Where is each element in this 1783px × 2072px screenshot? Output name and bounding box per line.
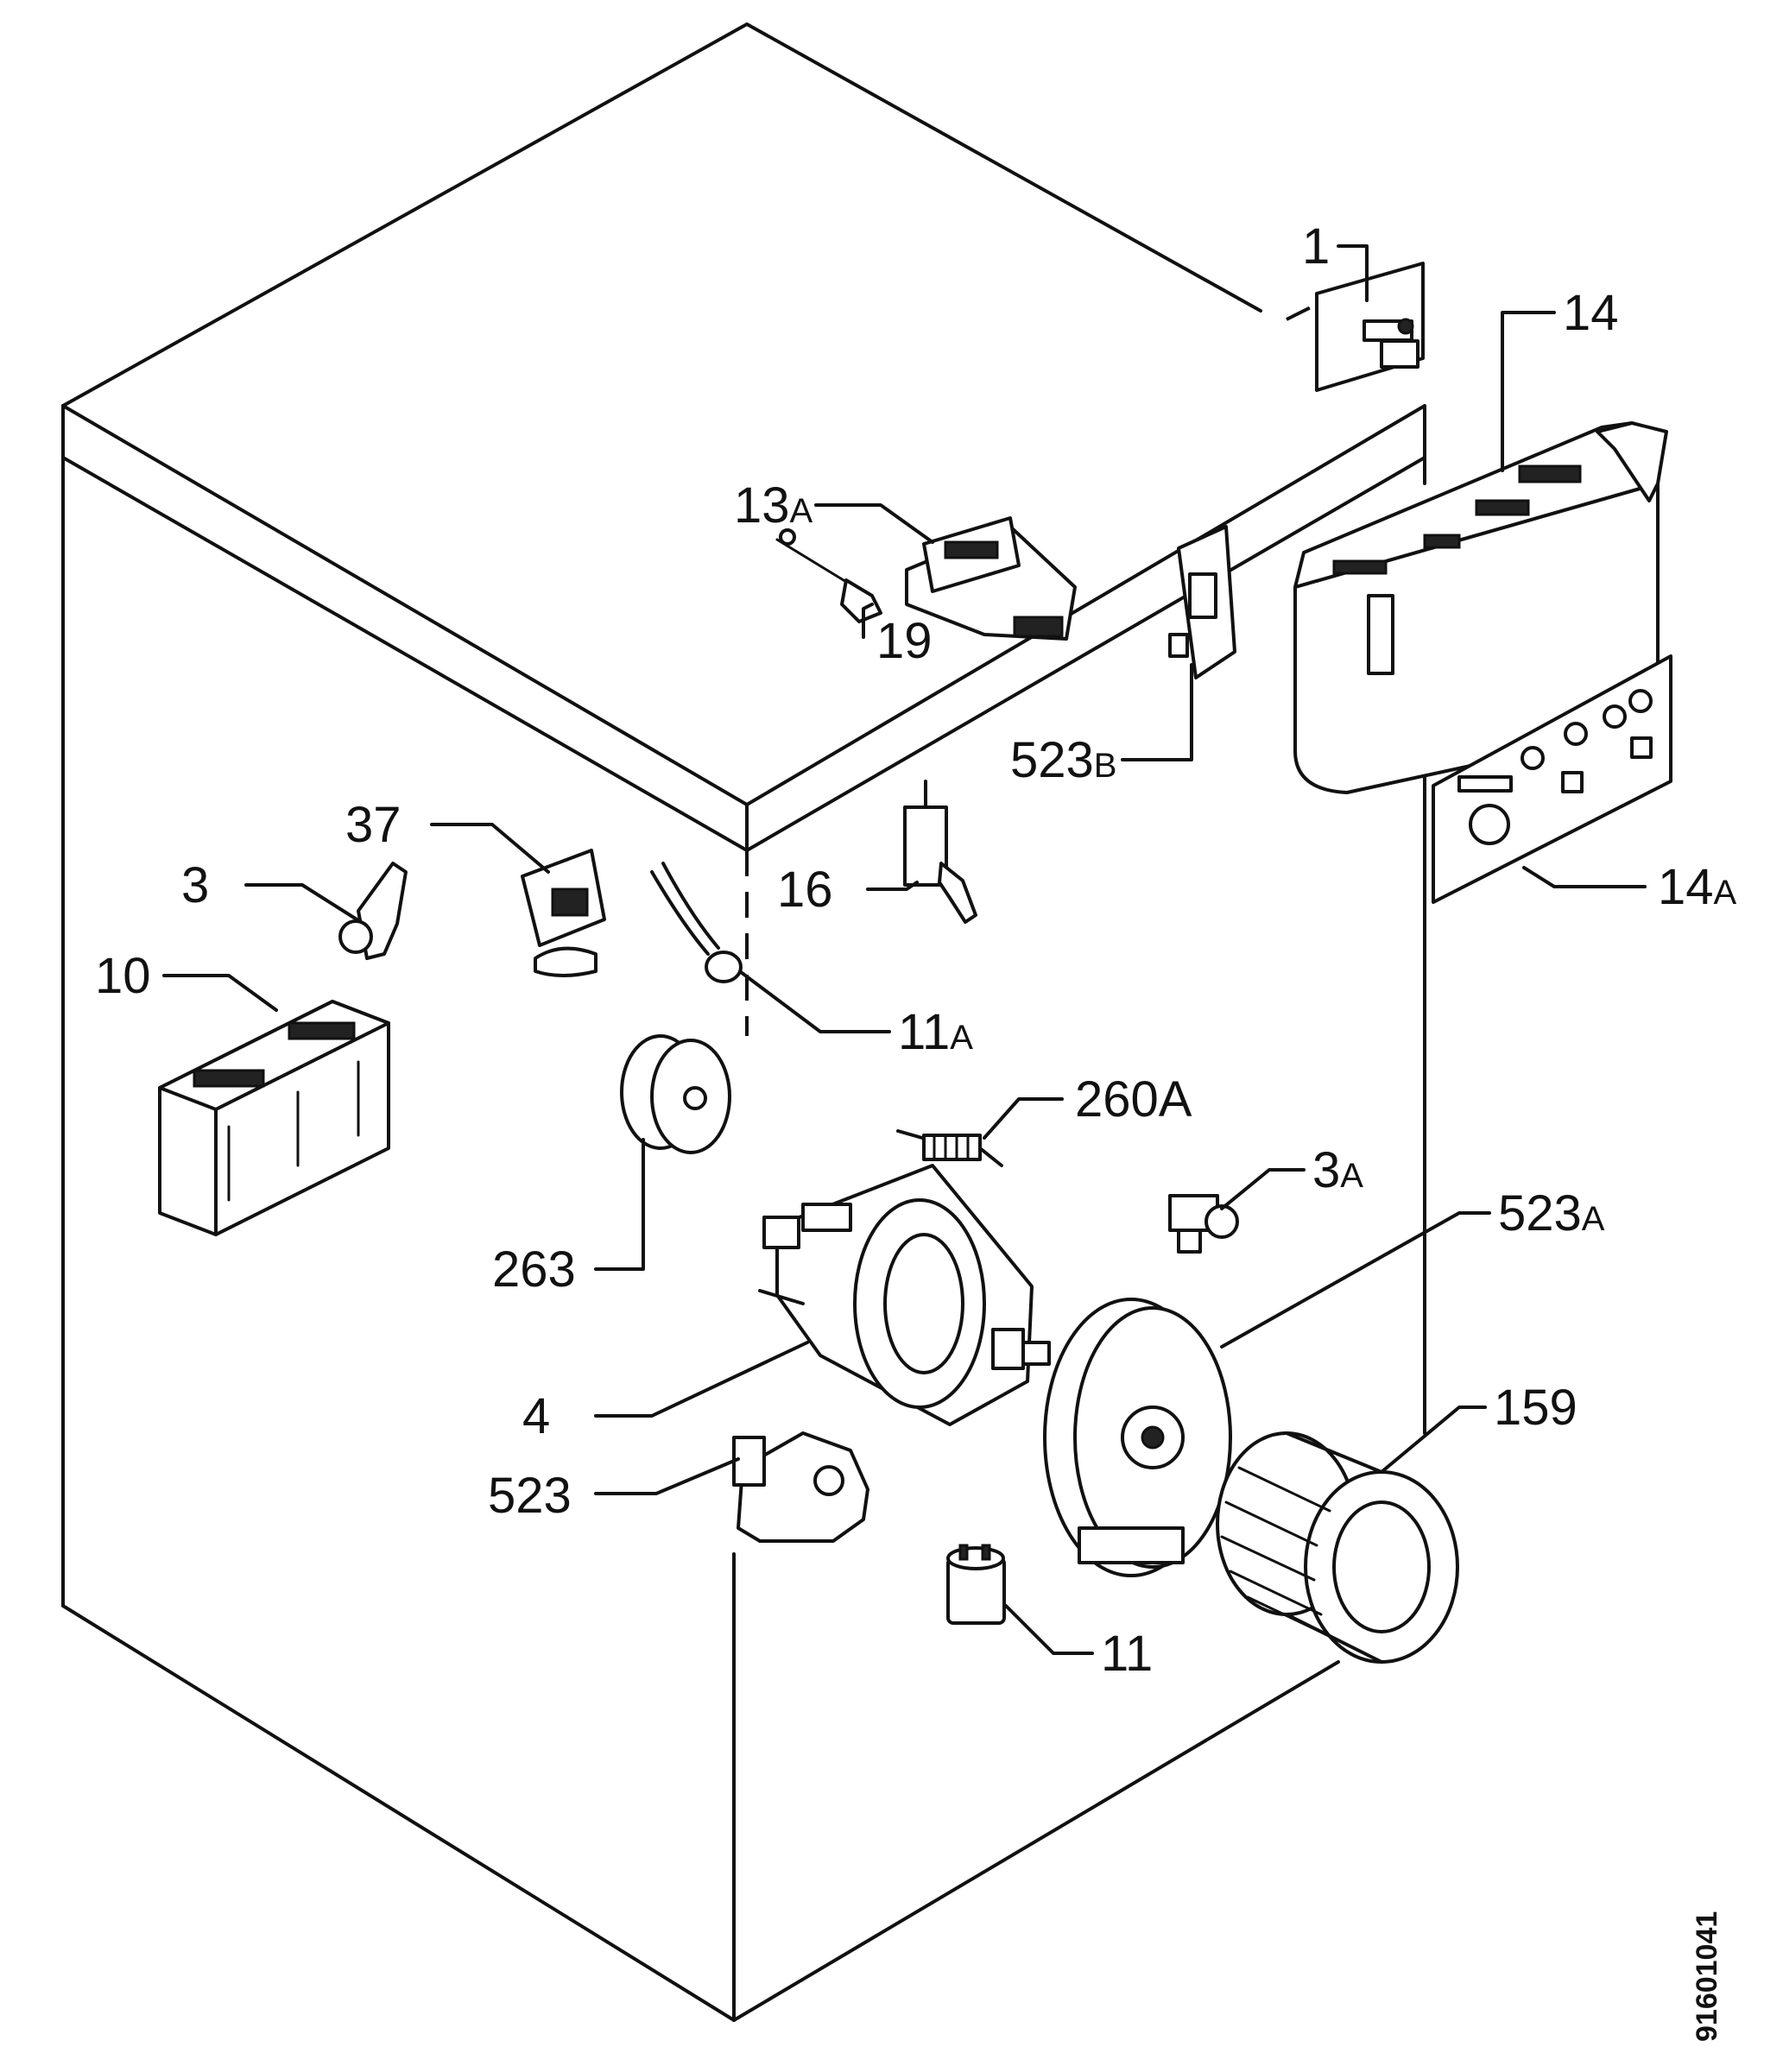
part-14a-panel-plate	[1432, 654, 1672, 904]
label-523a: 523A	[1498, 1185, 1605, 1241]
part-4-motor	[758, 1164, 1051, 1426]
label-11a: 11A	[898, 1004, 973, 1060]
label-263: 263	[492, 1241, 576, 1298]
part-19-lamp	[775, 528, 882, 623]
part-11-capacitor	[946, 1544, 1006, 1625]
part-3a-sensor	[1168, 1194, 1239, 1254]
part-523a-fan-housing	[1043, 1298, 1232, 1577]
part-263-pulley	[620, 1034, 731, 1154]
label-11: 11	[1101, 1626, 1153, 1682]
label-19: 19	[876, 613, 933, 669]
part-260a-spring	[896, 1129, 1003, 1167]
label-260a: 260A	[1075, 1071, 1192, 1128]
part-labels: 1 14 13A 19 523B 37 3 16 14A 10 11A 260A…	[95, 218, 1737, 1682]
label-159: 159	[1494, 1380, 1578, 1436]
document-id: 91601041	[1691, 1911, 1723, 2042]
leader-lines	[162, 244, 1647, 1655]
label-16: 16	[777, 862, 833, 918]
label-14a: 14A	[1658, 859, 1737, 915]
cabinet-outline	[61, 22, 1426, 2022]
part-1-bracket	[1315, 262, 1425, 392]
label-10: 10	[95, 948, 151, 1004]
label-37: 37	[345, 797, 401, 853]
part-37-door-switch	[521, 849, 606, 977]
label-13a: 13A	[734, 477, 813, 534]
part-16-switch	[903, 780, 977, 924]
label-523b: 523B	[1010, 732, 1116, 788]
part-523-motor-bracket	[732, 1431, 869, 1543]
part-10-heater	[158, 1000, 390, 1236]
part-13a-switch-block	[905, 516, 1077, 641]
label-14: 14	[1563, 285, 1619, 341]
part-159-fan-wheel	[1216, 1431, 1459, 1664]
part-523b-bracket	[1168, 525, 1236, 679]
label-3: 3	[181, 857, 209, 913]
label-1: 1	[1302, 218, 1330, 275]
label-3a: 3A	[1312, 1142, 1363, 1198]
part-3-lever	[338, 862, 408, 960]
part-11a-cable	[650, 862, 743, 983]
label-523: 523	[488, 1468, 572, 1524]
label-4: 4	[522, 1388, 550, 1444]
